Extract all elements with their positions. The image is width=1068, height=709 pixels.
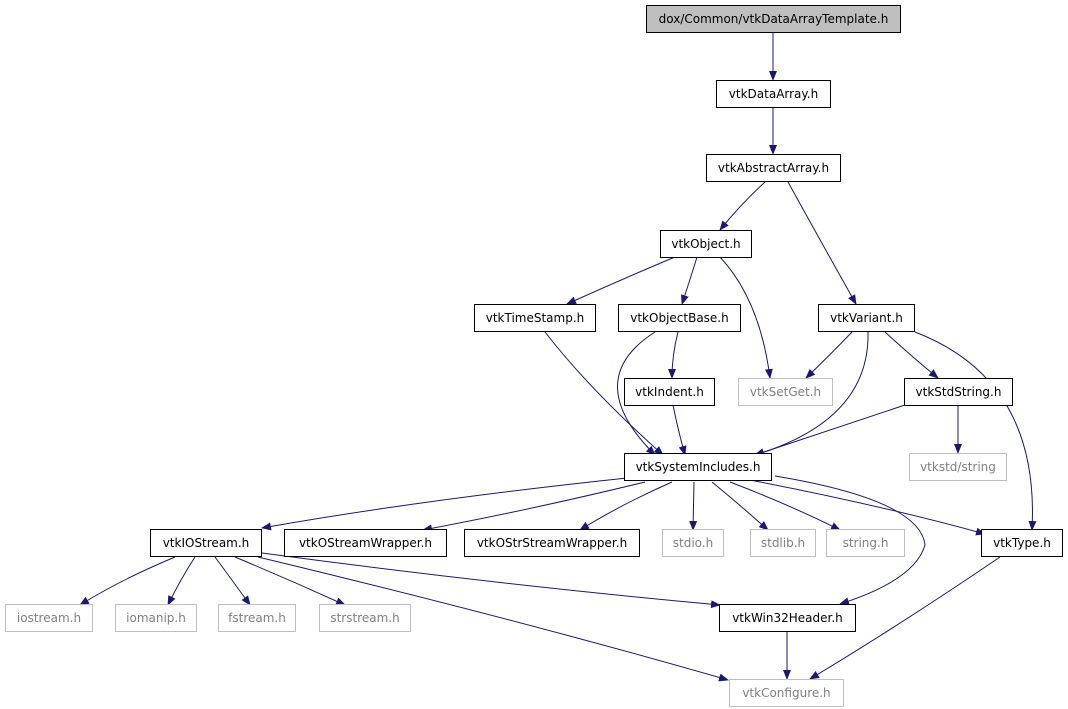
edge-object-setget bbox=[719, 256, 773, 379]
edge-system-ostrstreamwrapper bbox=[579, 481, 673, 531]
node-fstream[interactable]: fstream.h bbox=[218, 604, 296, 632]
edge-iostreamvtk-strstream bbox=[234, 556, 346, 606]
edge-variant-stdstring bbox=[884, 331, 939, 379]
edge-variant-systemincludes bbox=[754, 331, 869, 457]
node-iostream[interactable]: iostream.h bbox=[5, 604, 93, 632]
edge-system-stdlib bbox=[711, 481, 769, 531]
node-vtkostreamwrapper[interactable]: vtkOStreamWrapper.h bbox=[284, 529, 447, 557]
node-iomanip[interactable]: iomanip.h bbox=[115, 604, 197, 632]
node-vtkostrstreamwrapper[interactable]: vtkOStrStreamWrapper.h bbox=[464, 529, 640, 557]
edge-system-type bbox=[749, 479, 986, 536]
node-vtkabstractarray[interactable]: vtkAbstractArray.h bbox=[706, 154, 841, 182]
node-root[interactable]: dox/Common/vtkDataArrayTemplate.h bbox=[646, 5, 901, 33]
edge-indent-systemincludes bbox=[672, 404, 687, 456]
edge-iostreamvtk-iomanip bbox=[167, 556, 196, 606]
node-stdio[interactable]: stdio.h bbox=[662, 529, 724, 557]
node-strstream[interactable]: strstream.h bbox=[319, 604, 411, 632]
edge-variant-type bbox=[914, 331, 1037, 531]
edge-object-timestamp bbox=[566, 256, 676, 305]
node-vtkconfigure[interactable]: vtkConfigure.h bbox=[729, 679, 844, 707]
node-vtkindent[interactable]: vtkIndent.h bbox=[624, 378, 715, 406]
edge-type-configure bbox=[809, 556, 1001, 680]
edge-iostreamvtk-win32header bbox=[261, 552, 721, 609]
edge-objectbase-indent bbox=[668, 331, 679, 379]
edge-iostreamvtk-configure bbox=[257, 556, 729, 682]
node-vtkvariant[interactable]: vtkVariant.h bbox=[818, 304, 915, 332]
edge-timestamp-systemincludes bbox=[544, 331, 664, 456]
edge-system-ostreamwrapper bbox=[422, 481, 646, 533]
node-vtkstd-string[interactable]: vtkstd/string bbox=[909, 453, 1007, 481]
node-vtkiostream[interactable]: vtkIOStream.h bbox=[150, 529, 262, 557]
node-vtktype[interactable]: vtkType.h bbox=[981, 529, 1063, 557]
node-vtkwin32header[interactable]: vtkWin32Header.h bbox=[719, 604, 856, 632]
edge-system-stdio bbox=[689, 481, 698, 531]
node-string[interactable]: string.h bbox=[826, 529, 905, 557]
edge-stdstring-systemincludes bbox=[754, 404, 906, 456]
node-vtkdataarray[interactable]: vtkDataArray.h bbox=[716, 80, 831, 108]
node-vtkobjectbase[interactable]: vtkObjectBase.h bbox=[618, 304, 741, 332]
edge-iostreamvtk-iostream bbox=[79, 556, 176, 606]
node-vtksystemincludes[interactable]: vtkSystemIncludes.h bbox=[624, 453, 772, 481]
edge-object-objectbase bbox=[681, 256, 698, 305]
edge-system-string bbox=[729, 481, 841, 531]
node-vtkstdstring[interactable]: vtkStdString.h bbox=[904, 378, 1013, 406]
edge-system-win32header bbox=[774, 475, 926, 606]
edge-iostreamvtk-fstream bbox=[214, 556, 251, 606]
edge-objectbase-systemincludes bbox=[617, 331, 656, 456]
edge-abstractarray-variant bbox=[787, 181, 857, 305]
node-stdlib[interactable]: stdlib.h bbox=[750, 529, 816, 557]
node-vtktimestamp[interactable]: vtkTimeStamp.h bbox=[474, 304, 596, 332]
edge-variant-setget bbox=[805, 331, 853, 379]
node-vtksetget[interactable]: vtkSetGet.h bbox=[738, 378, 833, 406]
node-vtkobject[interactable]: vtkObject.h bbox=[660, 230, 752, 258]
edge-system-iostreamvtk bbox=[261, 477, 628, 531]
edge-abstractarray-object bbox=[719, 181, 766, 231]
